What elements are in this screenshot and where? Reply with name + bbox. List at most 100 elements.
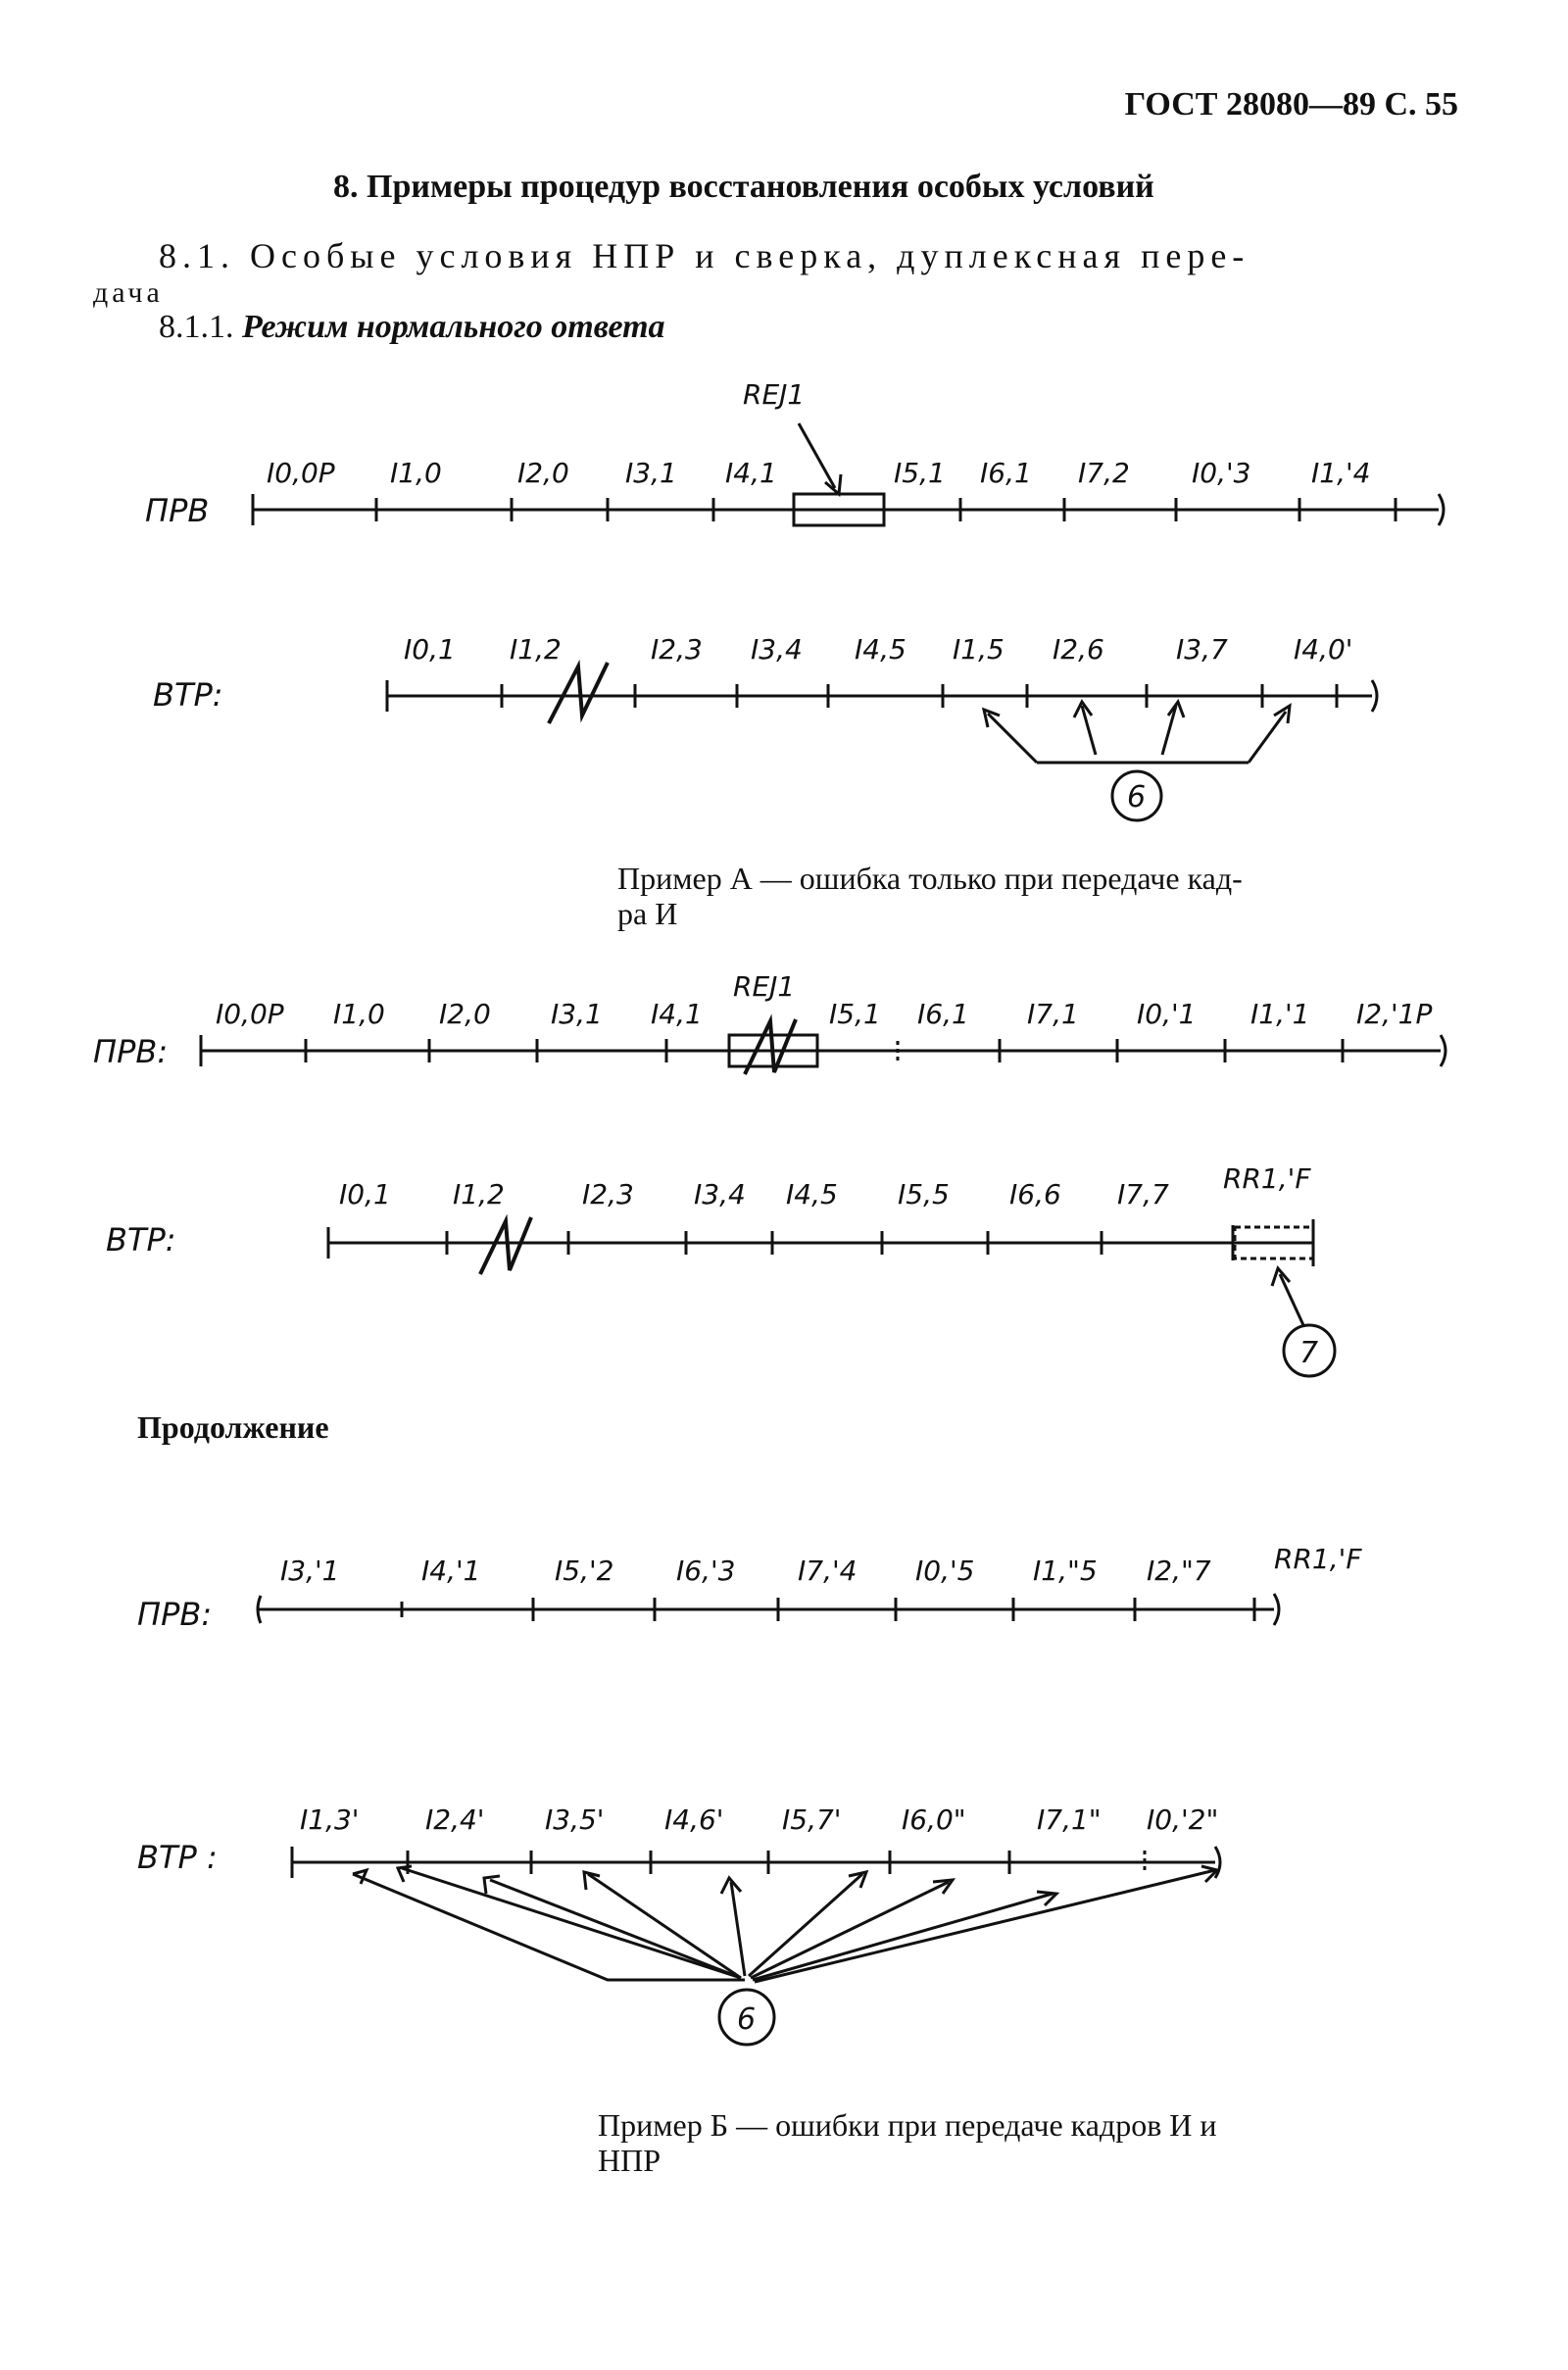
frame-label: I2,0 <box>517 457 569 489</box>
frame-label: I7,1" <box>1037 1803 1102 1836</box>
frame-label: I4,5 <box>855 633 906 666</box>
frame-label: I2,3 <box>651 633 703 666</box>
subsection-number: 8.1. <box>159 236 235 275</box>
circle-label: 6 <box>737 2002 756 2037</box>
rr-frame-box <box>1233 1225 1315 1260</box>
frame-label: I3,5' <box>545 1803 604 1836</box>
frame-label: I1,'4 <box>1311 457 1370 489</box>
frame-label: I1,0 <box>390 457 442 489</box>
frame-label: I7,1 <box>1027 998 1079 1030</box>
frame-label: I4,1 <box>651 998 703 1030</box>
page-header: ГОСТ 28080—89 С. 55 <box>1124 86 1458 123</box>
subsection-title-line1: Особые условия НПР и сверка, дуплексная … <box>250 236 1250 275</box>
frame-label: I4,1 <box>725 457 777 489</box>
frame-label: I1,0 <box>333 998 385 1030</box>
subsection-title-line2: дача <box>93 276 164 309</box>
btr-row-label: ВТР : <box>137 1839 218 1876</box>
frame-label: I5,5 <box>898 1178 950 1210</box>
frame-label: I6,6 <box>1009 1178 1061 1210</box>
prv-frame-labels: I3,'1 I4,'1 I5,'2 I6,'3 I7,'4 I0,'5 I1,"… <box>280 1555 1211 1587</box>
continuation-label: Продолжение <box>137 1409 329 1445</box>
diagram-example-b: ПРВ: ВТР : RR1,'F I3,'1 I4,'1 I5,'2 I6,'… <box>137 1543 1362 2047</box>
frame-label: I2,3 <box>582 1178 634 1210</box>
frame-label: I2,'1P <box>1356 998 1432 1030</box>
frame-label: I5,1 <box>894 457 946 489</box>
frame-label: I3,4 <box>751 633 803 666</box>
frame-label: I3,7 <box>1176 633 1228 666</box>
caption-example-a: Пример А — ошибка только при передаче ка… <box>617 861 1460 931</box>
frame-label: I0,0P <box>216 998 284 1030</box>
caption-example-b: Пример Б — ошибки при передаче кадров И … <box>598 2107 1460 2178</box>
error-mark-icon <box>547 659 610 724</box>
frame-label: I0,1 <box>339 1178 391 1210</box>
frame-label: I2,0 <box>439 998 491 1030</box>
subsection-heading: 8.1. Особые условия НПР и сверка, дуплек… <box>159 235 1250 276</box>
frame-label: I0,'1 <box>1137 998 1196 1030</box>
frame-label: I1,2 <box>453 1178 505 1210</box>
error-mark-icon <box>478 1213 533 1275</box>
section-title: 8. Примеры процедур восстановления особы… <box>333 169 1154 205</box>
frame-label: I1,'1 <box>1250 998 1309 1030</box>
rr-label: RR1,'F <box>1274 1543 1362 1575</box>
subsubsection-number: 8.1.1. <box>159 309 234 345</box>
btr-row-label: ВТР: <box>106 1221 176 1259</box>
frame-label: I2,"7 <box>1147 1555 1211 1587</box>
circle-marker-6 <box>717 1988 776 2047</box>
frame-label: I2,4' <box>425 1803 484 1836</box>
caption-line: Пример А — ошибка только при передаче ка… <box>617 861 1243 896</box>
frame-label: I0,'2" <box>1147 1803 1218 1836</box>
frame-label: I0,'3 <box>1192 457 1250 489</box>
frame-label: I0,1 <box>404 633 456 666</box>
error-mark-icon <box>743 1013 798 1075</box>
circle-marker-6 <box>1110 769 1163 822</box>
frame-label: I3,1 <box>551 998 603 1030</box>
frame-label: I4,'1 <box>421 1555 480 1587</box>
frame-label: I4,6' <box>664 1803 723 1836</box>
rej-arrow <box>797 422 837 489</box>
prv-row-label: ПРВ: <box>93 1033 168 1070</box>
caption-line: НПР <box>598 2143 662 2178</box>
frame-label: I1,3' <box>300 1803 359 1836</box>
prv-frame-labels: I0,0P I1,0 I2,0 I3,1 I4,1 I5,1 I6,1 I7,2… <box>267 457 1370 489</box>
btr-frame-labels: I0,1 I1,2 I2,3 I3,4 I4,5 I5,5 I6,6 I7,7 <box>339 1178 1169 1210</box>
frame-label: I3,1 <box>625 457 677 489</box>
caption-line: Пример Б — ошибки при передаче кадров И … <box>598 2107 1217 2143</box>
frame-label: I6,0" <box>902 1803 966 1836</box>
prv-row-label: ПРВ: <box>137 1596 212 1633</box>
frame-label: I5,7' <box>782 1803 841 1836</box>
rr-label: RR1,'F <box>1223 1162 1311 1195</box>
frame-label: I7,2 <box>1078 457 1130 489</box>
diagram-example-a-continued: REJ1 ПРВ: ВТР: RR1,'F I0,0P I1,0 I2,0 I3… <box>93 970 1447 1378</box>
prv-frame-labels: I0,0P I1,0 I2,0 I3,1 I4,1 I5,1 I6,1 I7,1… <box>216 998 1432 1030</box>
caption-line: ра И <box>617 896 678 931</box>
frame-label: I6,1 <box>917 998 969 1030</box>
rej-label: REJ1 <box>743 378 805 411</box>
frame-label: I2,6 <box>1053 633 1104 666</box>
subsubsection-title: Режим нормального ответа <box>242 309 665 345</box>
diagram-example-a: REJ1 ПРВ ВТР: I0,0P I1,0 I2,0 I3,1 I4,1 … <box>145 378 1446 822</box>
frame-label: I3,4 <box>694 1178 746 1210</box>
frame-label: I3,'1 <box>280 1555 339 1587</box>
frame-label: I0,'5 <box>915 1555 974 1587</box>
rej-label: REJ1 <box>733 970 795 1003</box>
circle-marker-7 <box>1282 1323 1337 1378</box>
frame-label: I4,5 <box>786 1178 838 1210</box>
frame-label: I5,'2 <box>555 1555 613 1587</box>
frame-label: I6,1 <box>980 457 1032 489</box>
frame-label: I4,0' <box>1294 633 1352 666</box>
circle-label: 7 <box>1299 1336 1318 1370</box>
frame-label: I0,0P <box>267 457 335 489</box>
frame-label: I6,'3 <box>676 1555 735 1587</box>
frame-label: I1,"5 <box>1033 1555 1098 1587</box>
subsubsection-heading: 8.1.1. Режим нормального ответа <box>159 309 665 346</box>
circle-label: 6 <box>1127 780 1146 815</box>
frame-label: I1,2 <box>510 633 562 666</box>
frame-label: I7,'4 <box>798 1555 857 1587</box>
frame-label: I7,7 <box>1117 1178 1169 1210</box>
prv-row-label: ПРВ <box>145 492 209 529</box>
btr-row-label: ВТР: <box>153 676 223 714</box>
btr-frame-labels: I1,3' I2,4' I3,5' I4,6' I5,7' I6,0" I7,1… <box>300 1803 1218 1836</box>
btr-frame-labels: I0,1 I1,2 I2,3 I3,4 I4,5 I1,5 I2,6 I3,7 … <box>404 633 1352 666</box>
frame-label: I1,5 <box>953 633 1004 666</box>
